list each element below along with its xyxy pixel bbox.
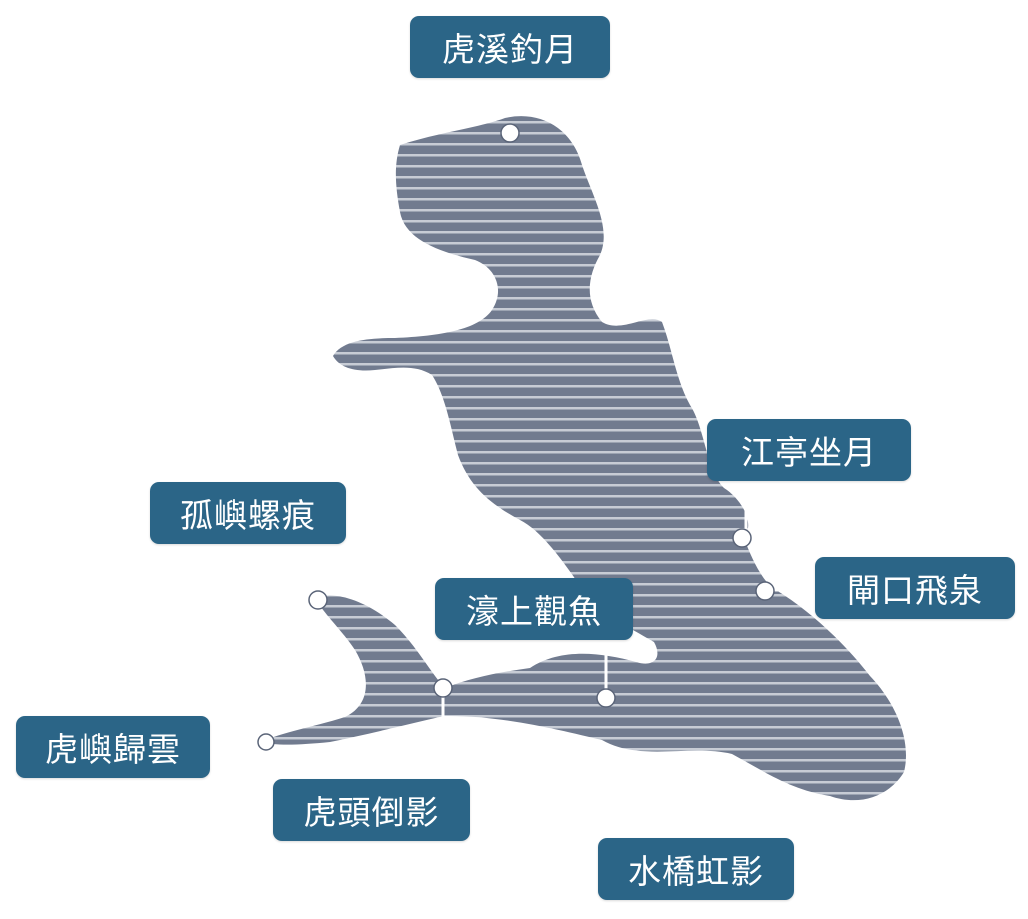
- lake-main-body: [262, 116, 906, 801]
- label-shuiqiao-hongying[interactable]: 水橋虹影: [598, 838, 794, 900]
- label-guyu-luohen[interactable]: 孤嶼螺痕: [150, 482, 346, 544]
- marker-zhakou[interactable]: [755, 581, 775, 601]
- label-huxi-diaoyue[interactable]: 虎溪釣月: [410, 16, 610, 78]
- marker-guyu[interactable]: [308, 590, 328, 610]
- marker-haoshang[interactable]: [596, 688, 616, 708]
- marker-jiangting[interactable]: [732, 528, 752, 548]
- label-jiangting-zuoyue[interactable]: 江亭坐月: [707, 419, 911, 481]
- label-hutou-daoying[interactable]: 虎頭倒影: [273, 779, 470, 841]
- marker-hutou[interactable]: [433, 678, 453, 698]
- marker-huyu[interactable]: [257, 733, 275, 751]
- label-huyu-guiyun[interactable]: 虎嶼歸雲: [16, 716, 210, 778]
- marker-huxi[interactable]: [500, 123, 520, 143]
- label-zhakou-feiquan[interactable]: 閘口飛泉: [815, 557, 1015, 619]
- label-haoshang-guanyu[interactable]: 濠上觀魚: [435, 578, 633, 640]
